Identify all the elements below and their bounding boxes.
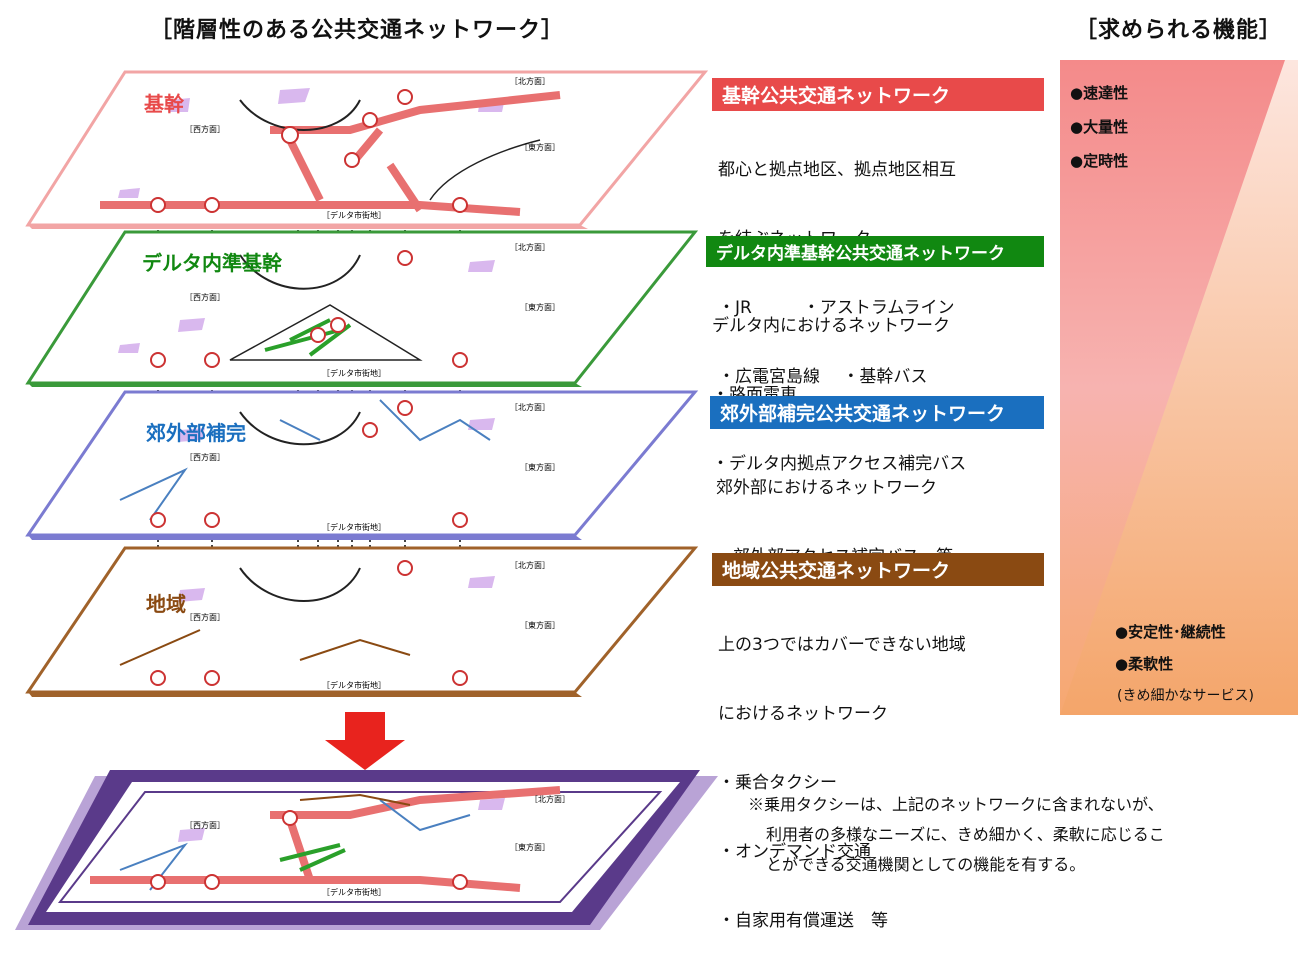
description-line: ・広電宮島線 ・基幹バス xyxy=(718,367,928,387)
map-label-east: ［東方面］ xyxy=(520,462,560,472)
note-line: ※乗用タクシーは、上記のネットワークに含まれないが、 xyxy=(748,795,1164,814)
map-label-west: ［西方面］ xyxy=(185,452,225,462)
network-title: デルタ内準基幹公共交通ネットワーク xyxy=(706,236,1044,267)
map-label-north: ［北方面］ xyxy=(530,794,570,804)
map-label-east: ［東方面］ xyxy=(520,142,560,152)
map-label-west: ［西方面］ xyxy=(185,820,225,830)
function-list-top: ●速達性 ●大量性 ●定時性 xyxy=(1070,76,1128,178)
map-label-east: ［東方面］ xyxy=(510,842,550,852)
note-line: 利用者の多様なニーズに、きめ細かく、柔軟に応じるこ xyxy=(766,825,1165,844)
description-line: 都心と拠点地区、拠点地区相互 xyxy=(718,160,956,180)
function-item: ●柔軟性 xyxy=(1115,655,1174,673)
network-chiiki: 地域公共交通ネットワーク 上の3つではカバーできない地域 におけるネットワーク … xyxy=(712,553,1044,979)
function-item: ●速達性 xyxy=(1070,84,1129,102)
map-label-north: ［北方面］ xyxy=(510,402,550,412)
map-label-delta: ［デルタ市街地］ xyxy=(322,522,386,532)
description-line: ・JR ・アストラムライン xyxy=(718,298,955,318)
layer-diagram: ［北方面］ ［西方面］ ［東方面］ ［デルタ市街地］ ［北方面］ ［西方面］ ［… xyxy=(15,60,1298,930)
right-heading: ［求められる機能］ xyxy=(1075,18,1283,43)
layer-delta-plane: ［北方面］ ［西方面］ ［東方面］ ［デルタ市街地］ xyxy=(25,230,699,387)
map-label-west: ［西方面］ xyxy=(185,124,225,134)
note-line: とができる交通機関としての機能を有する。 xyxy=(766,855,1086,874)
layer-chiiki-plane: ［北方面］ ［西方面］ ［東方面］ ［デルタ市街地］ xyxy=(25,546,699,697)
network-delta: デルタ内準基幹公共交通ネットワーク デルタ内におけるネットワーク ・路面電車 ・… xyxy=(706,236,1044,522)
description-line: 上の3つではカバーできない地域 xyxy=(718,635,966,655)
function-item-sub: (きめ細かなサービス) xyxy=(1117,688,1254,704)
function-gradient-panel xyxy=(1060,60,1298,715)
left-heading: ［階層性のある公共交通ネットワーク］ xyxy=(150,18,565,43)
map-label-east: ［東方面］ xyxy=(520,620,560,630)
description-line: ・自家用有償運送 等 xyxy=(718,911,888,931)
map-label-west: ［西方面］ xyxy=(185,612,225,622)
down-arrow-icon xyxy=(325,712,405,770)
map-label-delta: ［デルタ市街地］ xyxy=(322,680,386,690)
layer-kikan-plane: ［北方面］ ［西方面］ ［東方面］ ［デルタ市街地］ xyxy=(25,70,709,229)
function-list-bottom: ●安定性･継続性 ●柔軟性 (きめ細かなサービス) xyxy=(1115,616,1254,712)
combined-map-plane: ［北方面］ ［西方面］ ［東方面］ ［デルタ市街地］ xyxy=(15,770,718,930)
note-block: ※乗用タクシーは、上記のネットワークに含まれないが、 利用者の多様なニーズに、き… xyxy=(748,790,1165,880)
description-line: 郊外部におけるネットワーク xyxy=(716,478,937,498)
network-title: 地域公共交通ネットワーク xyxy=(712,553,1044,586)
map-label-delta: ［デルタ市街地］ xyxy=(322,887,386,897)
function-item: ●大量性 xyxy=(1070,118,1129,136)
network-kogai: 郊外部補完公共交通ネットワーク 郊外部におけるネットワーク ・郊外部アクセス補完… xyxy=(710,396,1044,615)
map-label-west: ［西方面］ xyxy=(185,292,225,302)
map-label-north: ［北方面］ xyxy=(510,242,550,252)
map-label-east: ［東方面］ xyxy=(520,302,560,312)
map-label-delta: ［デルタ市街地］ xyxy=(322,210,386,220)
layer-kogai-plane: ［北方面］ ［西方面］ ［東方面］ ［デルタ市街地］ xyxy=(25,390,699,540)
layer-label-kogai: 郊外部補完 xyxy=(146,421,246,445)
description-line: デルタ内におけるネットワーク xyxy=(712,316,950,336)
layer-label-kikan: 基幹 xyxy=(144,92,184,116)
map-label-north: ［北方面］ xyxy=(510,76,550,86)
function-item: ●安定性･継続性 xyxy=(1115,623,1226,641)
layer-label-delta: デルタ内準基幹 xyxy=(142,251,282,275)
description-line: ・乗合タクシー xyxy=(718,773,837,793)
description-line: におけるネットワーク xyxy=(718,704,888,724)
network-title: 基幹公共交通ネットワーク xyxy=(712,78,1044,111)
description-line: ・オンデマンド交通 xyxy=(718,842,871,862)
map-label-north: ［北方面］ xyxy=(510,560,550,570)
network-title: 郊外部補完公共交通ネットワーク xyxy=(710,396,1044,429)
layer-label-chiiki: 地域 xyxy=(146,592,186,616)
map-label-delta: ［デルタ市街地］ xyxy=(322,368,386,378)
function-item: ●定時性 xyxy=(1070,152,1129,170)
description-line: ・デルタ内拠点アクセス補完バス xyxy=(712,454,967,474)
